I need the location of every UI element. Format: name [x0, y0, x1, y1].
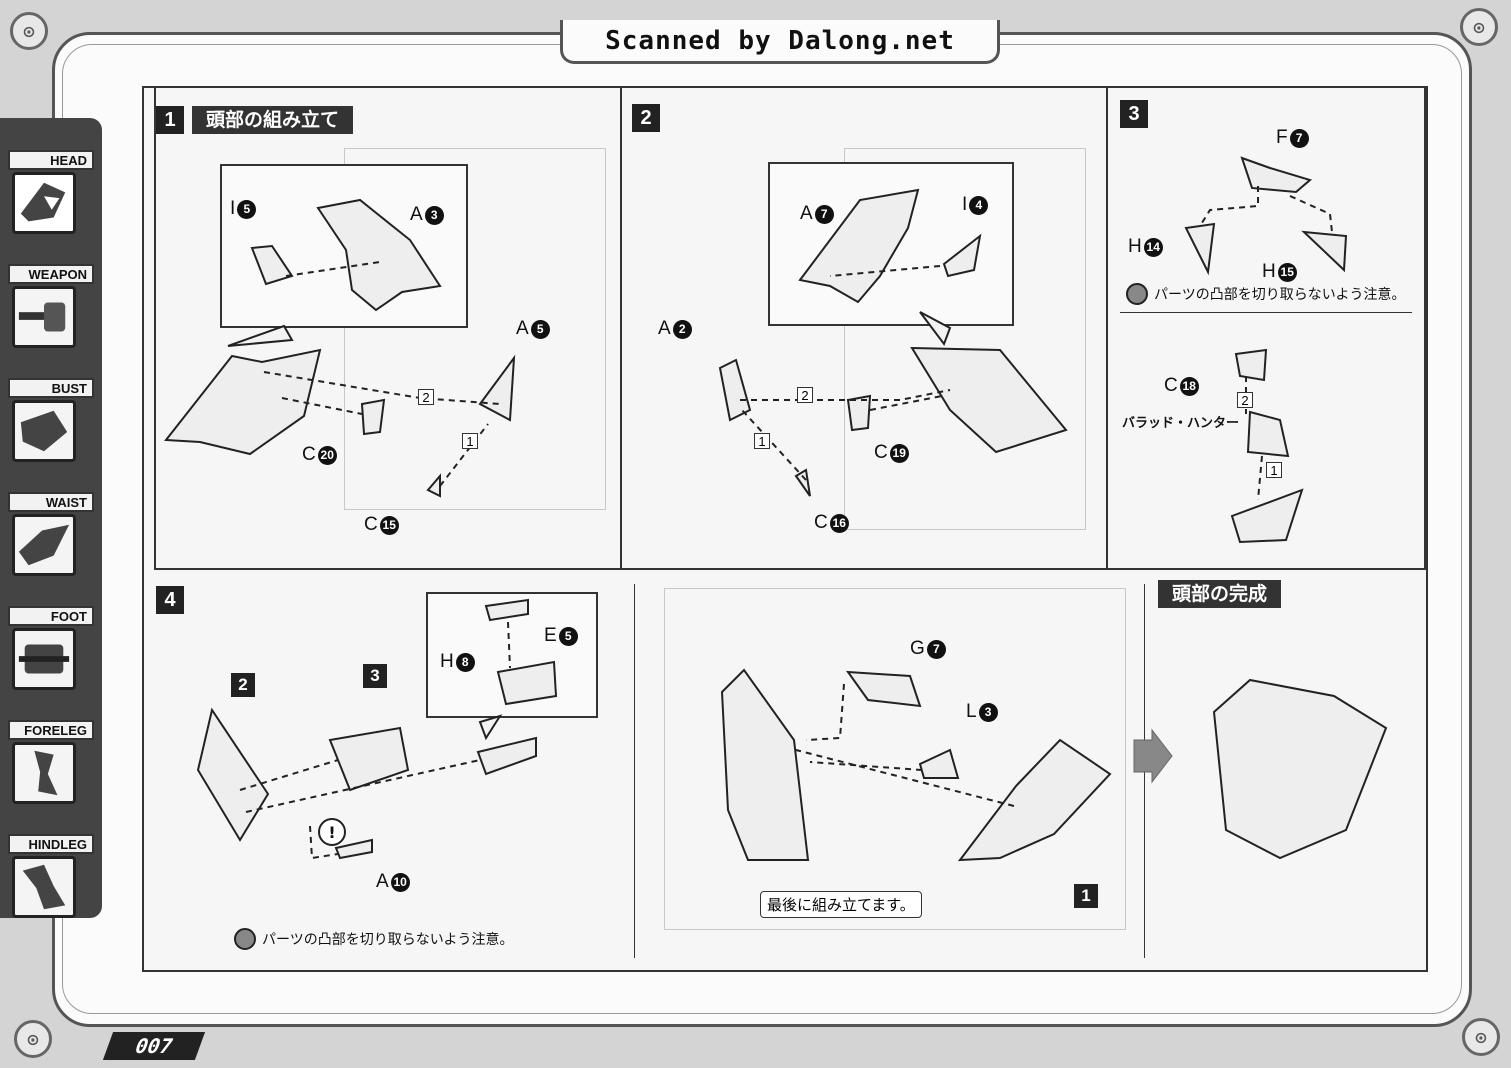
head-thumbnail-icon	[12, 172, 76, 234]
sidebar-item-head[interactable]: HEAD	[8, 150, 94, 246]
corner-logo-icon: ⊙	[1462, 1018, 1500, 1056]
sidebar-item-hindleg[interactable]: HINDLEG	[8, 834, 94, 930]
sequence-1: 1	[1266, 462, 1282, 478]
page-number: 007	[102, 1032, 206, 1060]
sidebar-item-bust[interactable]: BUST	[8, 378, 94, 474]
sequence-2: 2	[797, 387, 813, 403]
sidebar-item-label: BUST	[8, 378, 94, 398]
sidebar-item-weapon[interactable]: WEAPON	[8, 264, 94, 360]
arrow-right-icon	[1133, 728, 1173, 784]
sequence-2: 2	[1237, 392, 1253, 408]
sequence-1: 1	[462, 433, 478, 449]
sidebar-item-label: HINDLEG	[8, 834, 94, 854]
sidebar-item-foreleg[interactable]: FORELEG	[8, 720, 94, 816]
waist-thumbnail-icon	[12, 514, 76, 576]
sidebar-item-foot[interactable]: FOOT	[8, 606, 94, 702]
bust-thumbnail-icon	[12, 400, 76, 462]
step-number: 4	[156, 586, 184, 614]
pilot-label: バラッド・ハンター	[1122, 416, 1240, 431]
sidebar-item-label: WAIST	[8, 492, 94, 512]
assemble-last-note: 最後に組み立てます。	[760, 891, 922, 918]
sidebar-item-label: FORELEG	[8, 720, 94, 740]
step-number: 3	[1120, 100, 1148, 128]
hindleg-thumbnail-icon	[12, 856, 76, 918]
foot-thumbnail-icon	[12, 628, 76, 690]
corner-logo-icon: ⊙	[14, 1020, 52, 1058]
step-number: 2	[632, 104, 660, 132]
complete-title: 頭部の完成	[1158, 580, 1282, 608]
sequence-1: 1	[754, 433, 770, 449]
corner-logo-icon: ⊙	[10, 12, 48, 50]
section-sidebar: HEAD WEAPON BUST WAIST FOOT	[0, 118, 102, 918]
weapon-thumbnail-icon	[12, 286, 76, 348]
sidebar-item-label: WEAPON	[8, 264, 94, 284]
sidebar-item-label: HEAD	[8, 150, 94, 170]
subassembly-ref: 1	[1074, 884, 1098, 908]
sidebar-item-waist[interactable]: WAIST	[8, 492, 94, 588]
scan-credit: Scanned by Dalong.net	[605, 26, 955, 56]
corner-logo-icon: ⊙	[1460, 8, 1498, 46]
foreleg-thumbnail-icon	[12, 742, 76, 804]
step-number: 1	[156, 106, 184, 134]
subassembly-ref: 3	[363, 664, 387, 688]
caution-note: パーツの凸部を切り取らないよう注意。	[234, 928, 513, 950]
sequence-2: 2	[418, 389, 434, 405]
subassembly-ref: 2	[231, 673, 255, 697]
sidebar-item-label: FOOT	[8, 606, 94, 626]
caution-dot-icon	[234, 928, 256, 950]
caution-dot-icon	[1126, 283, 1148, 305]
caution-note: パーツの凸部を切り取らないよう注意。	[1126, 283, 1405, 305]
warning-icon: !	[318, 818, 346, 846]
step-title: 頭部の組み立て	[192, 106, 354, 134]
header-tab	[560, 20, 1000, 64]
